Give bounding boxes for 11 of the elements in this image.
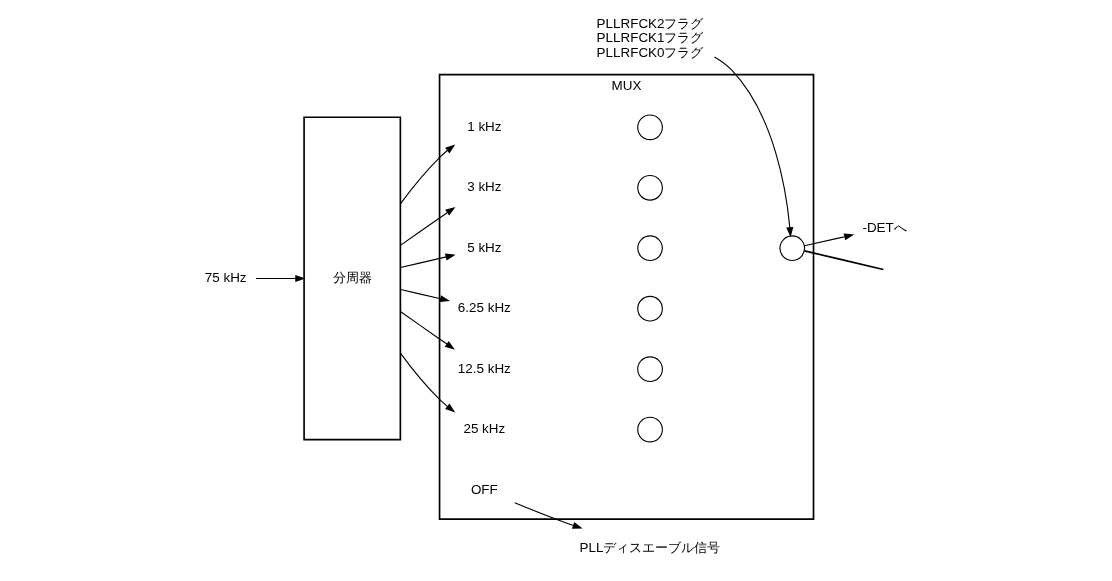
node-text: PLLディスエーブル信号 (579, 539, 721, 555)
node-text: 75 kHz (204, 269, 247, 285)
node-text: 5 kHz (467, 239, 502, 255)
node-text: OFF (470, 481, 498, 497)
node-text: 3 kHz (467, 179, 502, 195)
node-text: -DETへ (862, 219, 907, 235)
node-text: PLLRFCK2フラグ PLLRFCK1フラグ PLLRFCK0フラグ (596, 15, 704, 60)
node-text: 6.25 kHz (457, 300, 511, 316)
node-text: 1 kHz (467, 118, 502, 134)
node-text: 12.5 kHz (457, 360, 511, 376)
node-text: 25 kHz (463, 421, 506, 437)
